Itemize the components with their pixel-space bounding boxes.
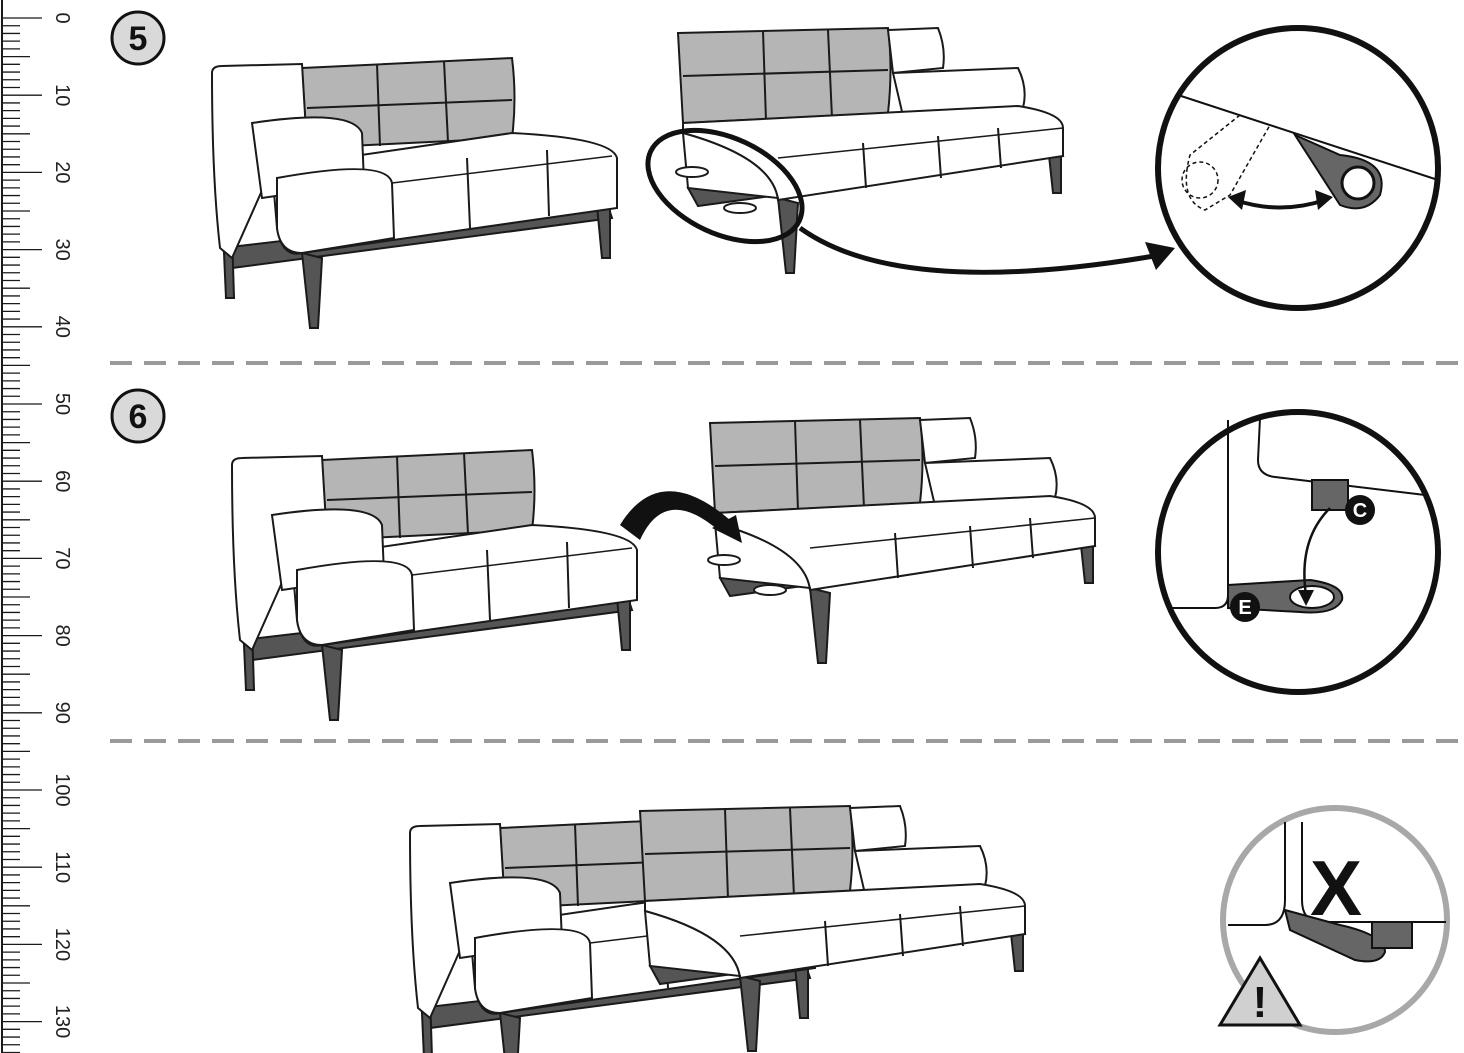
step5-zoom-arrow [800,228,1160,272]
ruler-label-100: 100 [51,773,73,806]
ruler-label-0: 0 [51,12,73,23]
ruler-label-120: 120 [51,928,73,961]
step6-detail-circle: C E [1158,412,1438,692]
ruler-label-80: 80 [51,624,73,646]
measurement-ruler: 0 10 20 30 40 50 60 70 80 90 100 110 120 130 [2,0,73,1053]
ruler-label-10: 10 [51,84,73,106]
warning-detail-circle: X ! [1220,808,1447,1032]
connector-label-c: C [1353,500,1367,522]
step-5-badge: 5 [112,12,164,64]
ruler-label-60: 60 [51,470,73,492]
step6-right-sofa-module [710,418,1095,663]
ruler-label-70: 70 [51,547,73,569]
step-6-number: 6 [129,398,148,436]
ruler-label-30: 30 [51,238,73,260]
wrong-mark-x: X [1310,844,1362,932]
ruler-label-20: 20 [51,161,73,183]
step5-detail-circle [1158,28,1438,308]
ruler-label-110: 110 [51,851,73,883]
ruler-label-50: 50 [51,393,73,415]
step6-left-sofa-module [232,450,637,720]
step-5-number: 5 [129,20,148,58]
ruler-label-130: 130 [51,1005,73,1038]
step5-right-sofa-module [678,28,1063,273]
warning-exclamation: ! [1253,978,1268,1027]
ruler-label-90: 90 [51,702,73,724]
step-6-badge: 6 [112,390,164,442]
ruler-label-40: 40 [51,316,73,338]
step5-left-sofa-module [212,58,617,328]
connector-label-e: E [1238,597,1251,619]
assembled-sofa [410,806,1025,1053]
